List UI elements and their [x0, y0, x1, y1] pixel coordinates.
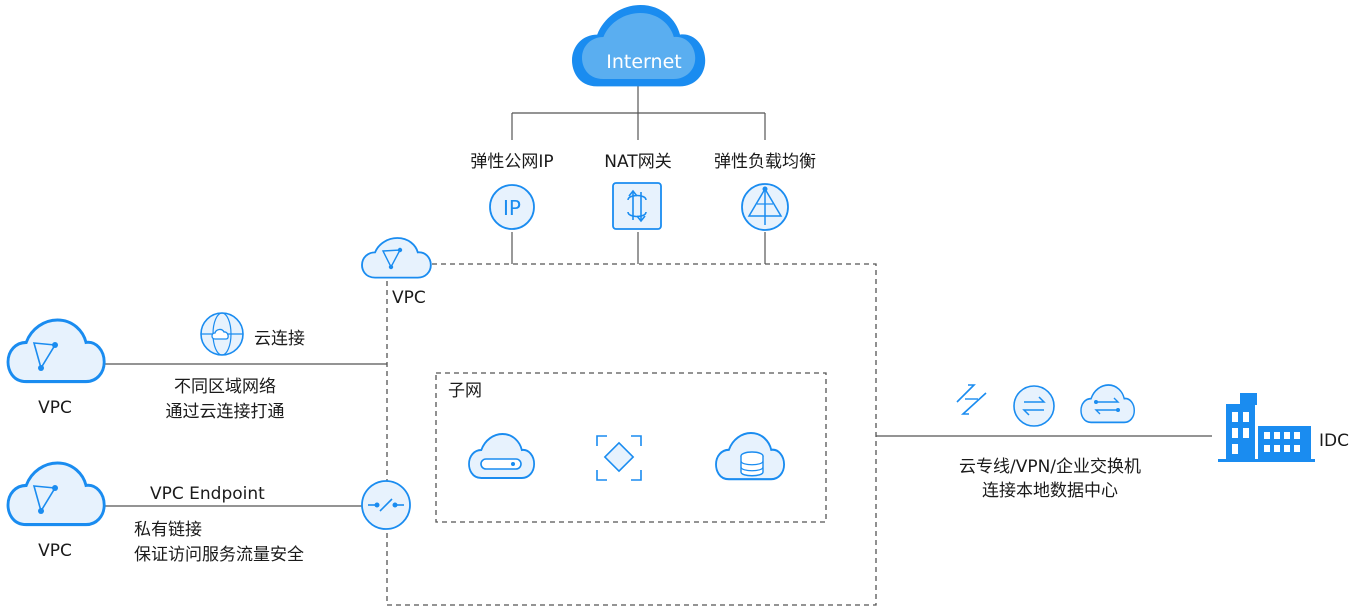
- container-icon: [596, 435, 642, 481]
- internet-cloud-icon: [572, 5, 706, 87]
- ip-icon-text: IP: [503, 196, 521, 220]
- vpc-endpoint-icon: [361, 480, 411, 530]
- left-top-desc-line2: 通过云连接打通: [165, 402, 285, 422]
- vpc-main-label: VPC: [392, 288, 426, 308]
- right-desc-line2: 连接本地数据中心: [982, 481, 1118, 501]
- vpn-icon: [1013, 385, 1055, 427]
- left-vpc-bottom-cloud-icon: [6, 461, 106, 527]
- load-balancer-icon: [741, 183, 789, 231]
- internet-label: Internet: [606, 51, 682, 73]
- right-desc-line1: 云专线/VPN/企业交换机: [958, 457, 1142, 477]
- nat-gateway-label: NAT网关: [604, 152, 672, 172]
- cloud-server-icon: [468, 433, 536, 479]
- cloud-database-icon: [714, 431, 786, 481]
- subnet-boundary: [435, 372, 827, 523]
- left-vpc-top-cloud-icon: [6, 318, 106, 384]
- nat-gateway-icon: [612, 182, 662, 230]
- left-bottom-desc-line2: 保证访问服务流量安全: [134, 545, 304, 565]
- vpc-cloud-icon: [361, 237, 432, 279]
- subnet-label: 子网: [448, 381, 482, 401]
- enterprise-switch-icon: [1080, 384, 1136, 424]
- left-top-desc-line1: 不同区域网络: [174, 377, 276, 397]
- idc-label: IDC: [1319, 431, 1349, 451]
- left-bottom-desc-line1: 私有链接: [134, 520, 202, 540]
- left-vpc-top-label: VPC: [38, 398, 72, 418]
- elb-label: 弹性负载均衡: [714, 152, 816, 172]
- cloud-connect-icon: [200, 312, 244, 356]
- vpc-boundary: [386, 263, 877, 606]
- left-vpc-bottom-label: VPC: [38, 541, 72, 561]
- vpc-endpoint-label: VPC Endpoint: [150, 484, 265, 504]
- connector-lines: [104, 85, 1212, 507]
- eip-label: 弹性公网IP: [470, 152, 554, 172]
- building-icon: [1218, 393, 1315, 462]
- ip-icon: IP: [489, 184, 535, 230]
- direct-connect-icon: [956, 384, 987, 415]
- cloud-connect-label: 云连接: [254, 329, 305, 349]
